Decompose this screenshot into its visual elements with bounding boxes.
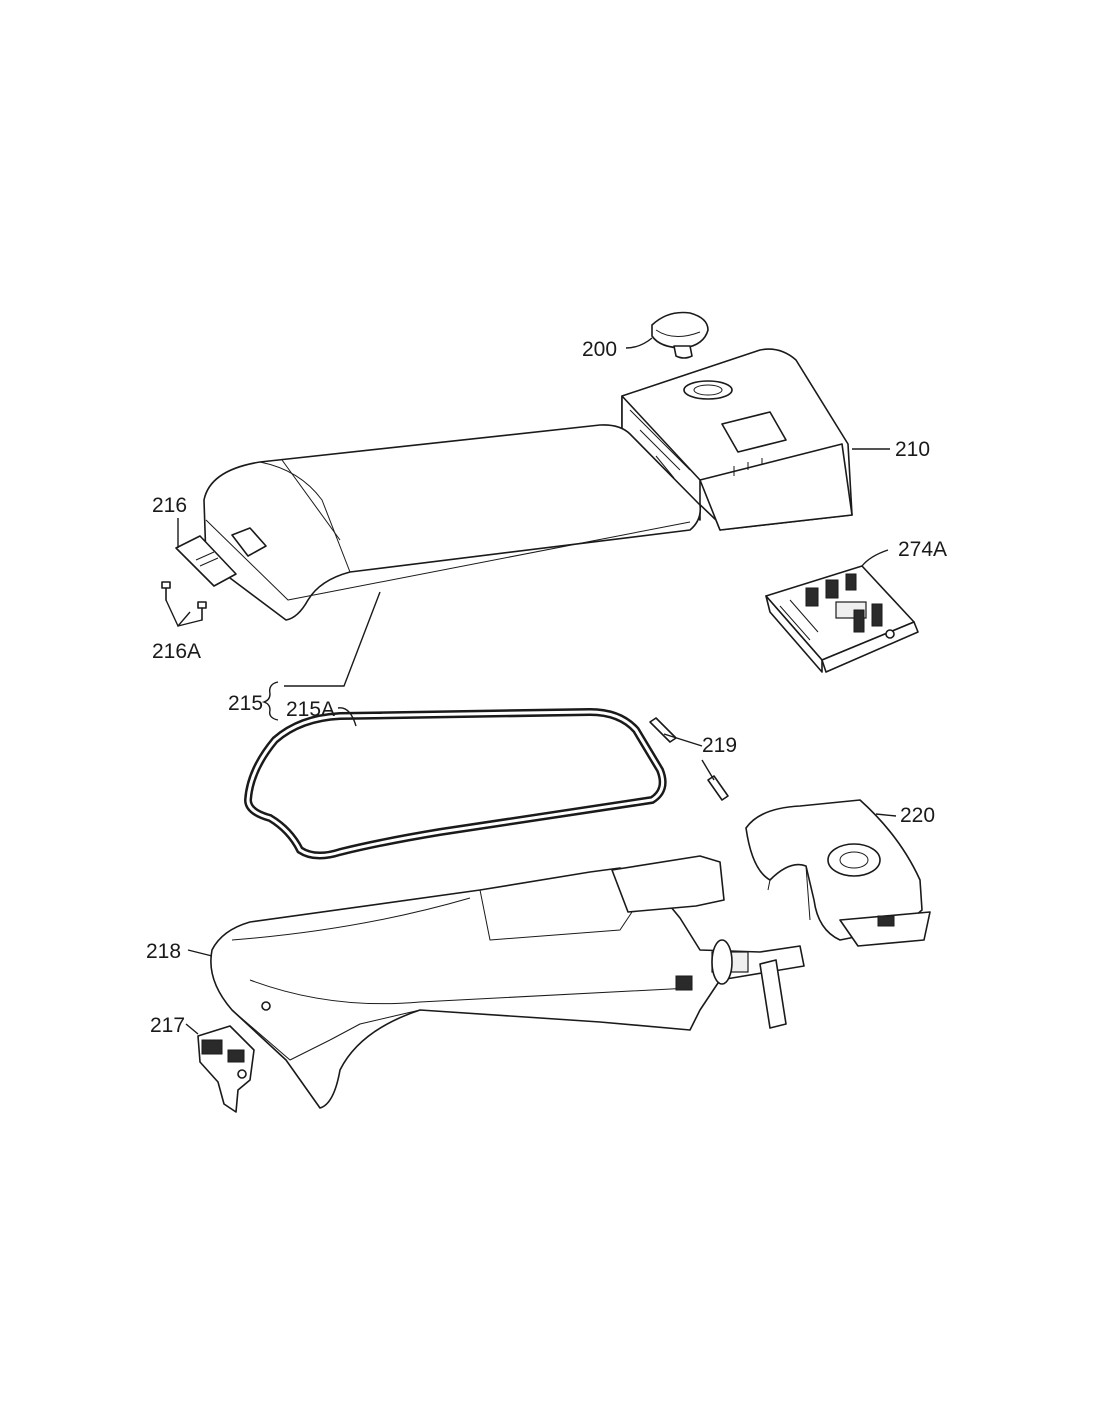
part-220-handle-bracket bbox=[745, 799, 931, 947]
label-216: 216 bbox=[152, 494, 187, 517]
label-220: 220 bbox=[900, 804, 935, 827]
part-216-hinge-cover bbox=[175, 535, 237, 587]
label-215: 215 bbox=[228, 692, 263, 715]
part-215a-gasket bbox=[243, 707, 667, 860]
part-215-lid bbox=[203, 424, 702, 621]
part-218-base-tray bbox=[210, 855, 805, 1109]
label-218: 218 bbox=[146, 940, 181, 963]
label-216a: 216A bbox=[152, 640, 201, 663]
part-274a-control-module bbox=[765, 565, 919, 673]
part-216a-screws bbox=[161, 581, 207, 621]
label-274a: 274A bbox=[898, 538, 947, 561]
part-217-latch bbox=[197, 1025, 255, 1113]
label-219: 219 bbox=[702, 734, 737, 757]
label-200: 200 bbox=[582, 338, 617, 361]
part-200-knob bbox=[651, 311, 709, 359]
label-210: 210 bbox=[895, 438, 930, 461]
callout-leaders bbox=[165, 337, 897, 1035]
label-217: 217 bbox=[150, 1014, 185, 1037]
label-215a: 215A bbox=[286, 698, 335, 721]
